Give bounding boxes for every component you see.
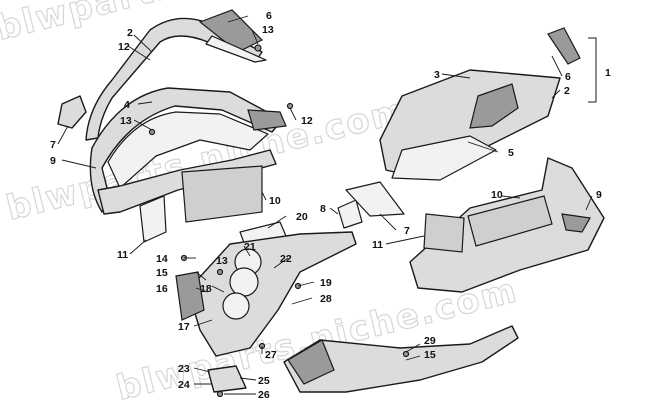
hood-side-vent	[247, 109, 287, 131]
side-trim-11-right	[423, 213, 465, 253]
callout-14: 14	[156, 253, 168, 265]
callout-13-hood: 13	[262, 24, 274, 36]
callout-9-hood: 9	[50, 155, 56, 167]
callout-20: 20	[296, 211, 308, 223]
callout-5: 5	[508, 147, 514, 159]
callout-11-left: 11	[117, 249, 128, 261]
callout-8: 8	[320, 203, 326, 215]
lower-side-vent	[561, 213, 591, 233]
leader-lines	[57, 15, 593, 395]
callout-10-right: 10	[491, 189, 503, 201]
side-panel-lower-5	[391, 135, 497, 181]
callout-1: 1	[605, 67, 611, 79]
callout-6-panel: 6	[565, 71, 571, 83]
bottom-skid-assembly	[283, 325, 519, 393]
foam-pad-10-left	[181, 165, 263, 223]
callout-4: 4	[124, 99, 130, 111]
skid-plate-front	[287, 339, 335, 385]
side-panel-logo	[469, 83, 519, 129]
side-panel-decal-6	[547, 27, 581, 65]
fastener-13-top	[254, 44, 262, 52]
left-hood-assembly	[57, 9, 294, 243]
callout-15-skid: 15	[424, 349, 436, 361]
callout-21: 21	[244, 241, 256, 253]
fastener-26	[216, 390, 224, 398]
right-side-panel-assembly	[337, 27, 605, 293]
callout-28: 28	[320, 293, 332, 305]
side-trim-11-left	[139, 195, 167, 243]
callout-12-right: 12	[301, 115, 313, 127]
fastener-12-right	[286, 102, 294, 110]
callout-22: 22	[280, 253, 292, 265]
callout-labels: 2 12 6 13 4 13 12 7 9 10 11 20 1 3 6 2 5…	[50, 10, 611, 401]
callout-23: 23	[178, 363, 190, 375]
callout-29: 29	[424, 335, 436, 347]
side-panel-blade-7	[345, 181, 405, 217]
fastener-13-low	[216, 268, 224, 276]
hood-windshield-edge	[205, 35, 267, 63]
callout-13-mid: 13	[120, 115, 132, 127]
gasket-22	[229, 267, 259, 297]
callout-9-panel: 9	[596, 189, 602, 201]
hood-nose-frame	[89, 87, 283, 213]
fastener-13-mid	[148, 128, 156, 136]
center-belly-assembly	[175, 221, 357, 398]
foam-pad-10-right	[467, 195, 553, 247]
skid-plate-15	[283, 325, 519, 393]
callout-2-hood: 2	[127, 27, 133, 39]
callout-18: 18	[200, 283, 212, 295]
belly-pan-frame	[187, 231, 357, 357]
callout-26: 26	[258, 389, 270, 401]
side-light-cover-8	[337, 199, 363, 229]
group-bracket-1	[588, 37, 597, 103]
callout-3: 3	[434, 69, 440, 81]
callout-7-mirror: 7	[50, 139, 56, 151]
callout-13-low: 13	[216, 255, 228, 267]
callout-12-hood: 12	[118, 41, 130, 53]
belly-skid-23	[207, 365, 247, 393]
callout-15-upper: 15	[156, 267, 168, 279]
gasket-lower	[222, 292, 250, 320]
callout-24: 24	[178, 379, 190, 391]
callout-19: 19	[320, 277, 332, 289]
callout-11-right: 11	[372, 239, 383, 251]
fastener-29	[402, 350, 410, 358]
bracket-16-18	[175, 271, 205, 321]
hood-upper-shell	[85, 17, 263, 141]
callout-2-panel: 2	[564, 85, 570, 97]
hood-inner-panel	[107, 111, 269, 189]
callout-17: 17	[178, 321, 190, 333]
callout-7-panel: 7	[404, 225, 410, 237]
callout-16: 16	[156, 283, 168, 295]
callout-10-left: 10	[269, 195, 281, 207]
left-mirror-7	[57, 95, 87, 129]
callout-25: 25	[258, 375, 270, 387]
callout-27: 27	[265, 349, 277, 361]
callout-6-hood: 6	[266, 10, 272, 22]
